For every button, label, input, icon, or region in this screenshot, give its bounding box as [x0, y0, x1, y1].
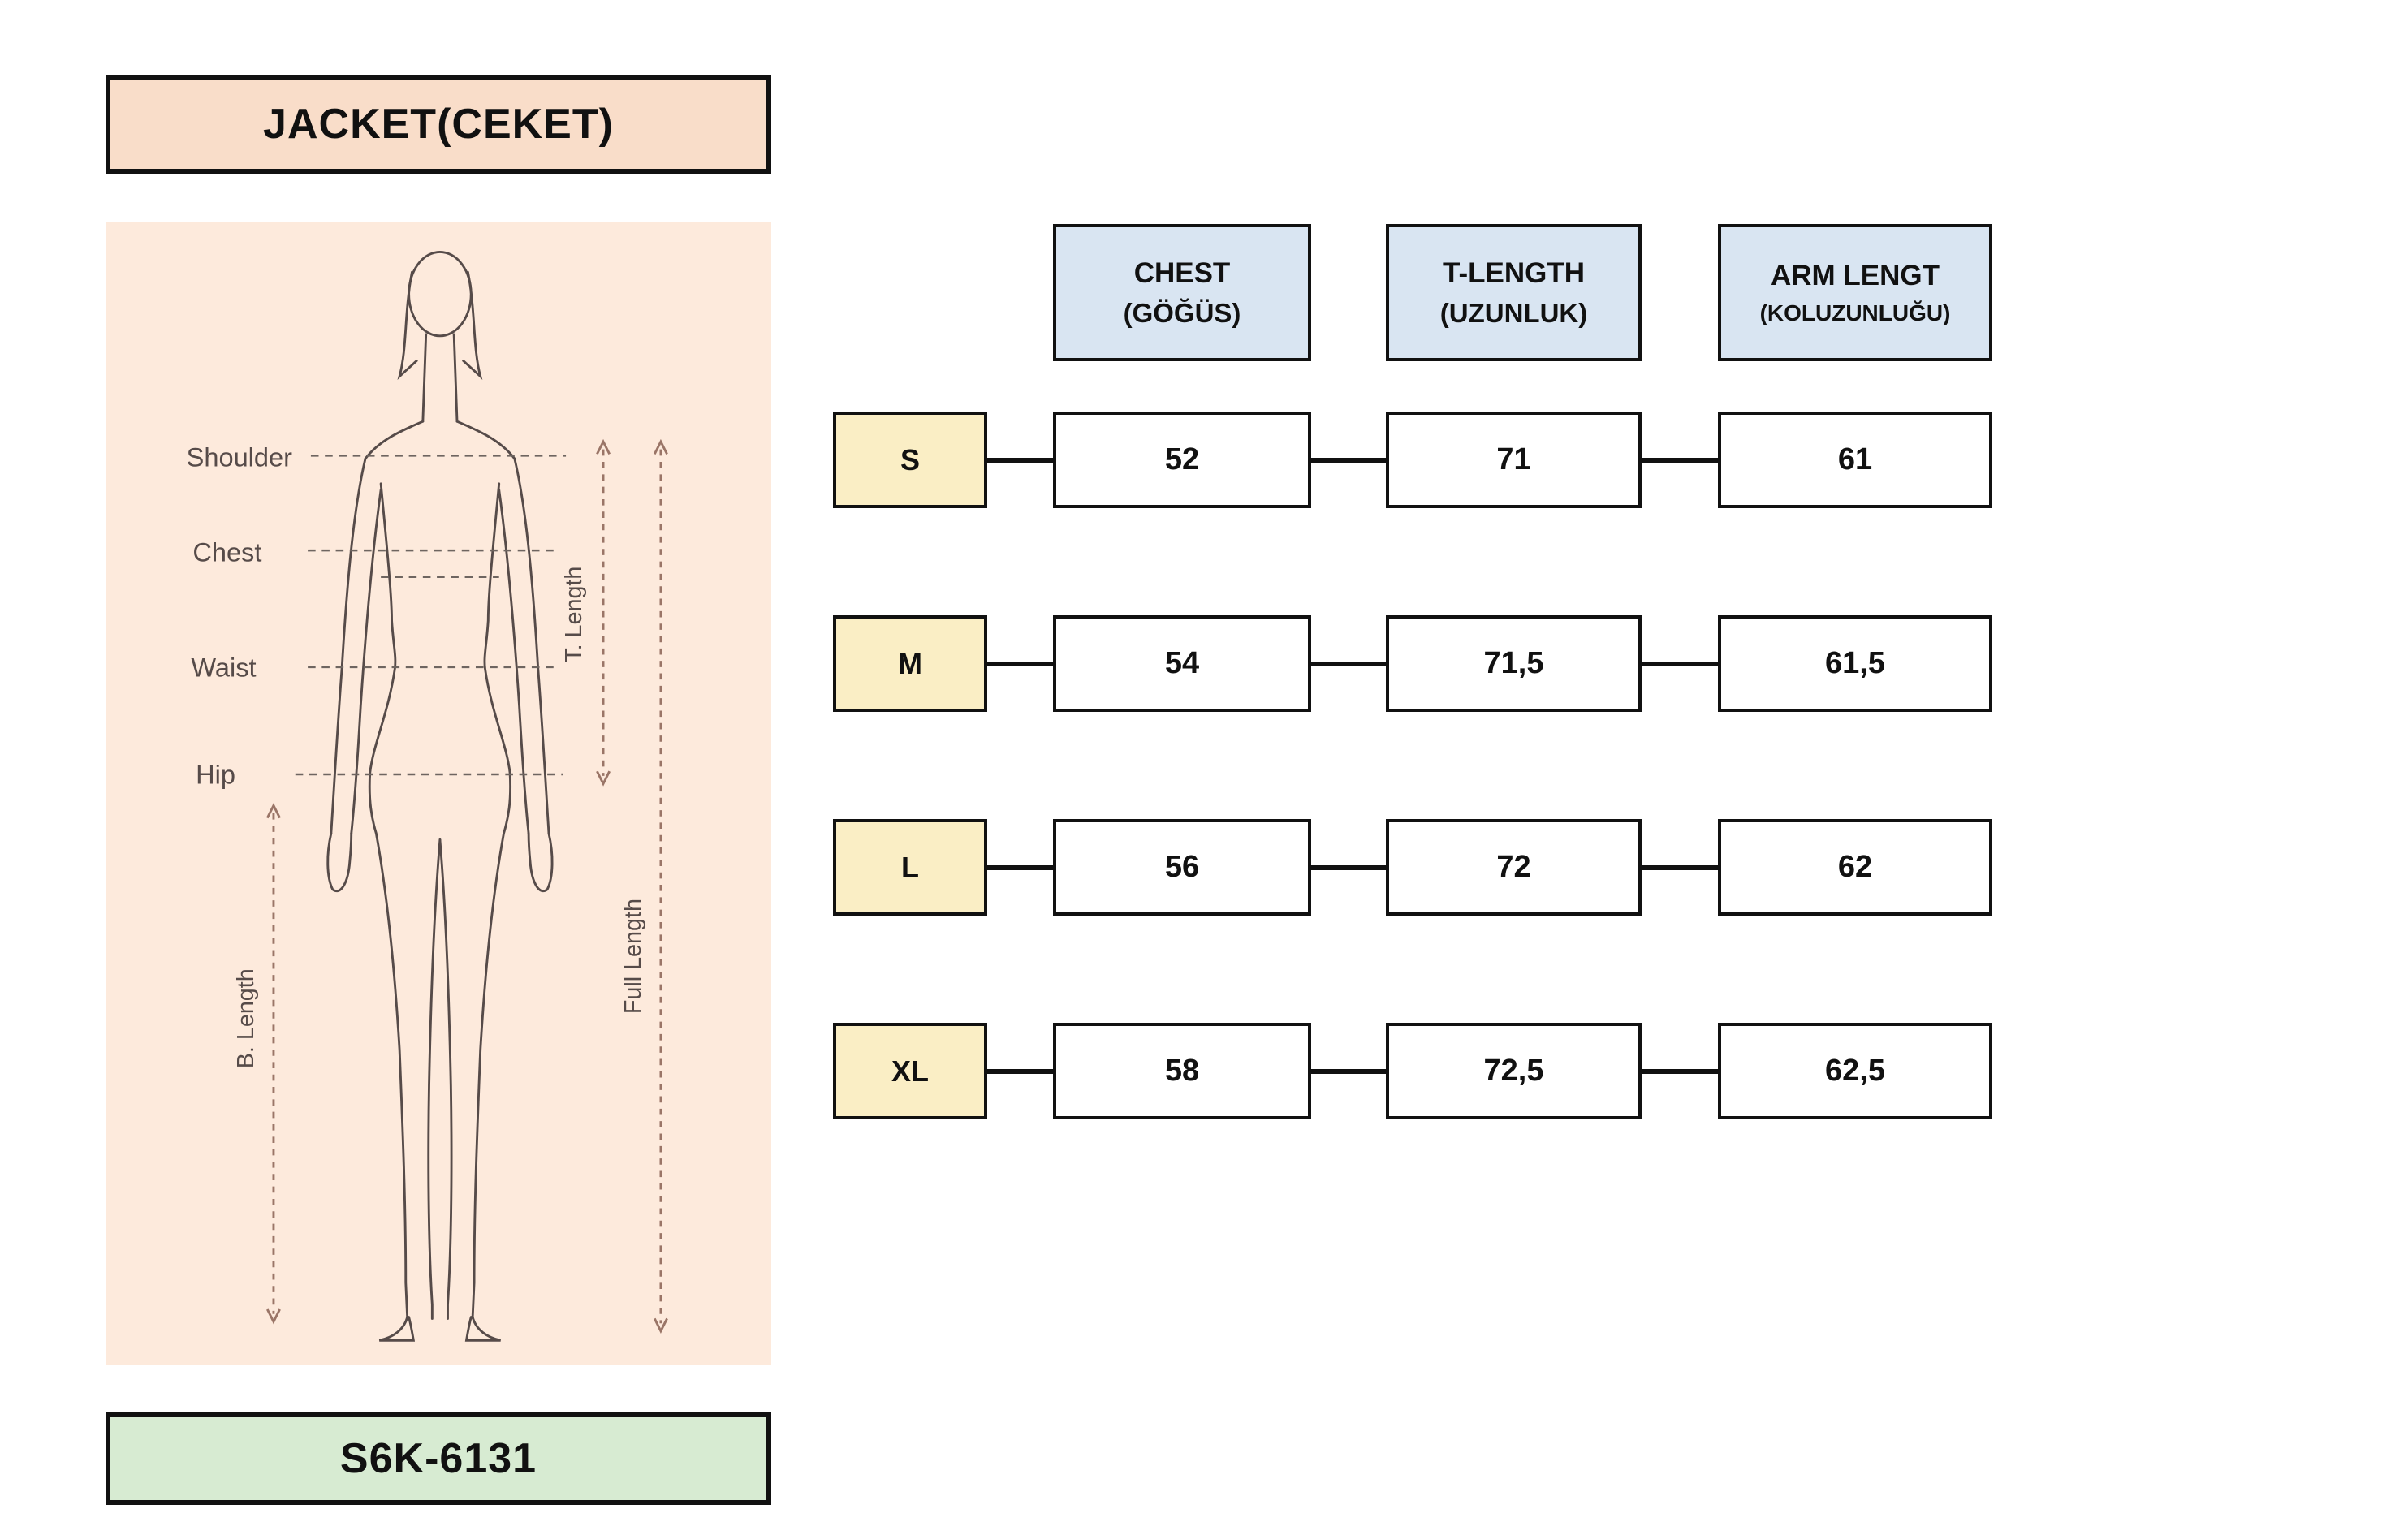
- product-code: S6K-6131: [339, 1435, 537, 1482]
- column-header-arm-length: ARM LENGT (KOLUZUNLUĞU): [1718, 224, 1992, 361]
- connector-line: [1311, 864, 1386, 870]
- product-title-box: JACKET(CEKET): [106, 75, 771, 174]
- table-row-l: L 56 72 62: [833, 819, 1992, 916]
- size-label-xl: XL: [833, 1023, 987, 1119]
- connector-line: [1311, 457, 1386, 463]
- column-header-chest-subtitle: (GÖĞÜS): [1123, 297, 1241, 328]
- column-header-arm-length-subtitle: (KOLUZUNLUĞU): [1759, 300, 1951, 325]
- connector-line: [1642, 1068, 1718, 1074]
- value-s-arm-length: 61: [1718, 412, 1992, 508]
- value-l-t-length: 72: [1386, 819, 1642, 916]
- value-m-chest: 54: [1053, 615, 1311, 712]
- value-l-chest: 56: [1053, 819, 1311, 916]
- size-label-l: L: [833, 819, 987, 916]
- connector-line: [1311, 1068, 1386, 1074]
- length-arrows: [266, 438, 668, 1334]
- size-label-m: M: [833, 615, 987, 712]
- full-length-label: Full Length: [620, 899, 646, 1014]
- size-table-rows: S 52 71 61 M 54 71,5 61,5 L 56 72 62 XL …: [833, 412, 1992, 1226]
- size-table-header: CHEST (GÖĞÜS) T-LENGTH (UZUNLUK) ARM LEN…: [1053, 224, 1992, 361]
- b-length-label: B. Length: [233, 968, 259, 1068]
- value-s-chest: 52: [1053, 412, 1311, 508]
- column-header-arm-length-name: ARM LENGT: [1770, 259, 1940, 291]
- connector-line: [1311, 661, 1386, 666]
- value-m-arm-length: 61,5: [1718, 615, 1992, 712]
- shoulder-label: Shoulder: [187, 443, 292, 472]
- column-header-t-length: T-LENGTH (UZUNLUK): [1386, 224, 1642, 361]
- connector-line: [1642, 457, 1718, 463]
- column-header-chest-name: CHEST: [1133, 256, 1231, 289]
- size-label-s: S: [833, 412, 987, 508]
- value-m-t-length: 71,5: [1386, 615, 1642, 712]
- product-code-box: S6K-6131: [106, 1412, 771, 1505]
- connector-line: [987, 864, 1053, 870]
- waist-label: Waist: [191, 653, 256, 682]
- connector-line: [1642, 661, 1718, 666]
- connector-line: [987, 661, 1053, 666]
- connector-line: [987, 1068, 1053, 1074]
- column-header-t-length-name: T-LENGTH: [1443, 256, 1585, 289]
- t-length-label: T. Length: [561, 567, 587, 662]
- table-row-s: S 52 71 61: [833, 412, 1992, 508]
- measure-dash-lines: [295, 455, 567, 776]
- value-s-t-length: 71: [1386, 412, 1642, 508]
- connector-line: [1642, 864, 1718, 870]
- body-measurement-figure: Shoulder Chest Waist Hip T. Length Full …: [187, 250, 668, 1342]
- value-xl-chest: 58: [1053, 1023, 1311, 1119]
- table-row-xl: XL 58 72,5 62,5: [833, 1023, 1992, 1119]
- hip-label: Hip: [196, 761, 235, 790]
- column-header-t-length-subtitle: (UZUNLUK): [1439, 297, 1588, 328]
- body-outline: [326, 250, 554, 1342]
- chest-label: Chest: [192, 538, 261, 567]
- column-header-chest: CHEST (GÖĞÜS): [1053, 224, 1311, 361]
- figure-labels: Shoulder Chest Waist Hip T. Length Full …: [187, 443, 646, 1068]
- connector-line: [987, 457, 1053, 463]
- table-row-m: M 54 71,5 61,5: [833, 615, 1992, 712]
- value-l-arm-length: 62: [1718, 819, 1992, 916]
- value-xl-arm-length: 62,5: [1718, 1023, 1992, 1119]
- value-xl-t-length: 72,5: [1386, 1023, 1642, 1119]
- figure-panel: Shoulder Chest Waist Hip T. Length Full …: [106, 222, 771, 1365]
- product-title: JACKET(CEKET): [263, 101, 614, 148]
